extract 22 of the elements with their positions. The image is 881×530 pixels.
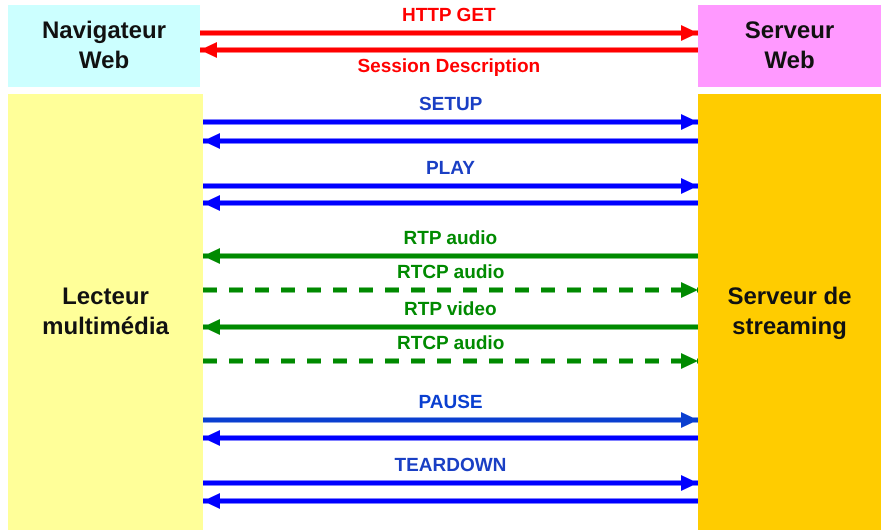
arrow — [203, 282, 698, 298]
participant-box — [698, 5, 881, 87]
participant-box — [698, 94, 881, 530]
participant-name: Lecteur multimédia — [41, 282, 170, 342]
arrow — [203, 430, 698, 446]
participant-name: Serveur de streaming — [726, 282, 853, 342]
arrow — [203, 178, 698, 194]
arrow — [203, 114, 698, 130]
arrow — [200, 25, 698, 41]
arrow — [200, 42, 698, 58]
arrow — [203, 195, 698, 211]
arrow — [203, 319, 698, 335]
arrow — [203, 475, 698, 491]
participant-name: Navigateur Web — [40, 16, 168, 76]
participant-box — [8, 5, 200, 87]
arrow — [203, 493, 698, 509]
arrow — [203, 248, 698, 264]
participant-box — [8, 94, 203, 530]
arrow — [203, 412, 698, 428]
participant-name: Serveur Web — [744, 16, 836, 76]
arrow — [203, 133, 698, 149]
arrow — [203, 353, 698, 369]
